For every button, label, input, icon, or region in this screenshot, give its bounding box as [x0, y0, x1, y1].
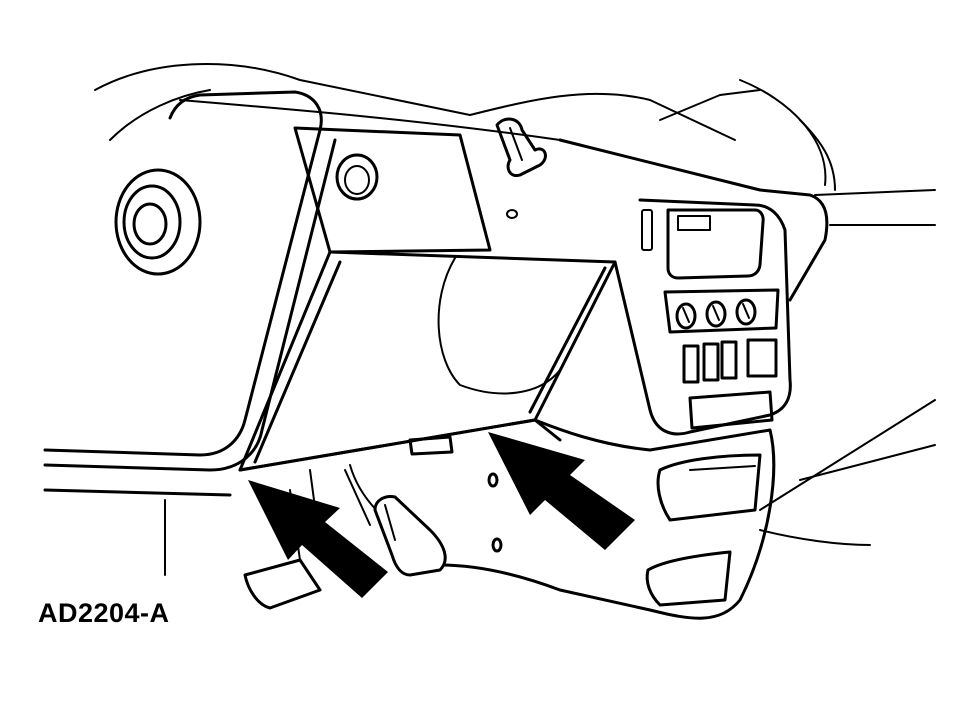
upper-dash-lines [94, 63, 936, 226]
upper-trim-panel [293, 126, 518, 254]
floor-lines [759, 399, 936, 546]
connector-stalk [495, 117, 547, 178]
pedal-pad [373, 495, 447, 577]
ignition-lock-icon [114, 168, 202, 276]
figure-id-label: AD2204-A [38, 598, 170, 628]
callout-arrow-right [488, 432, 635, 550]
knee-bolster-panel [238, 250, 617, 472]
callout-arrow-left [248, 480, 388, 598]
lower-console-bracket [408, 418, 776, 620]
accelerator-pedal [243, 558, 322, 610]
center-stack [558, 138, 829, 436]
